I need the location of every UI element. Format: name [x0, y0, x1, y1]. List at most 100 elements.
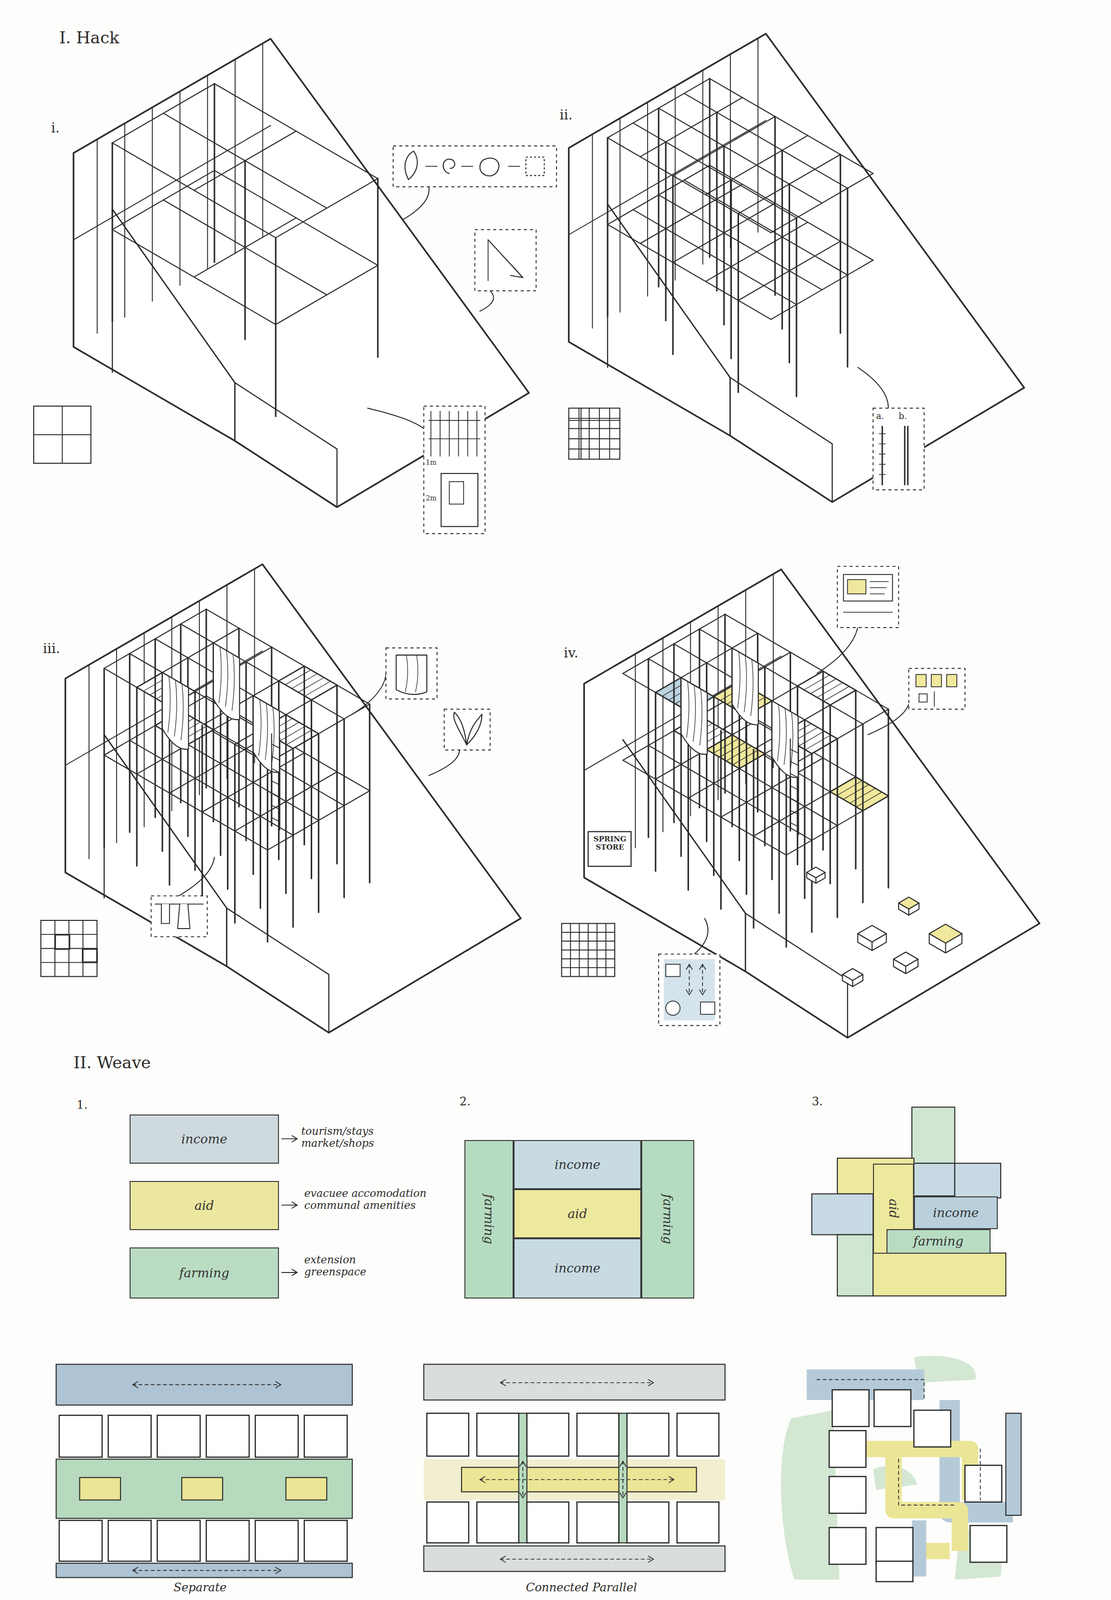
bamboo-beam	[275, 178, 378, 239]
ladder-rail	[789, 739, 791, 832]
platform-slat	[823, 686, 850, 702]
fabric-fold	[744, 655, 747, 713]
ladder-rung	[790, 761, 799, 766]
street-band	[423, 1546, 726, 1573]
furniture-top	[842, 968, 863, 981]
pole-type-b	[903, 426, 906, 486]
house-plot	[970, 1525, 1007, 1563]
pole-label: a.	[876, 411, 885, 422]
building-edge	[234, 382, 337, 507]
weave-zone: income	[129, 1114, 279, 1164]
house-plot	[108, 1521, 152, 1562]
corridor-wash	[423, 1459, 726, 1501]
weave-zone: farming	[886, 1229, 991, 1255]
bamboo-pole	[836, 739, 838, 918]
house-plot	[577, 1413, 620, 1457]
bamboo-pole	[829, 705, 832, 885]
bamboo-beam	[275, 265, 378, 325]
ladder-rung	[790, 749, 799, 754]
weave-zone: aid	[513, 1189, 642, 1239]
green-link	[618, 1413, 627, 1544]
grid-icon	[33, 406, 92, 464]
wall-pole	[234, 59, 236, 254]
grid-cell	[82, 949, 98, 963]
house-plot	[304, 1521, 348, 1562]
listing-text	[870, 587, 887, 589]
weave-zone: aid	[129, 1181, 279, 1231]
platform-slat	[804, 675, 830, 691]
dashed-arrow	[132, 1570, 281, 1572]
arrow-head	[132, 1382, 139, 1389]
dashed-arrow	[132, 1384, 281, 1386]
grid-line	[598, 408, 600, 460]
bed-symbol	[449, 481, 464, 505]
bamboo-pole	[317, 733, 320, 913]
laundry-icon	[161, 904, 190, 929]
fabric-fold	[232, 654, 235, 712]
house-plot	[304, 1415, 348, 1458]
plan-icon	[700, 1002, 715, 1015]
house-plot	[59, 1521, 103, 1562]
bamboo-pole	[103, 668, 106, 848]
bamboo-pole	[781, 150, 783, 330]
process-arrow	[508, 165, 520, 167]
bamboo-pole	[234, 744, 236, 924]
weave-shape	[837, 1235, 873, 1297]
arrow-head	[648, 1379, 654, 1387]
dashed-arrow	[898, 1459, 955, 1506]
listing-text	[870, 593, 885, 595]
panel-number: ii.	[559, 107, 573, 123]
arrow-head	[275, 1567, 281, 1574]
bamboo-pole	[730, 180, 732, 359]
grid-line	[561, 949, 615, 951]
bamboo-beam	[622, 673, 787, 769]
arrow-head	[686, 964, 693, 970]
ladder-rung	[790, 786, 799, 791]
ladder-rung	[790, 773, 799, 778]
wall-pole	[634, 654, 636, 849]
leader-line	[479, 290, 494, 312]
platform-slat	[279, 726, 306, 742]
grid-icon	[568, 408, 621, 460]
section-heading: I. Hack	[59, 28, 120, 48]
grid-line	[580, 408, 582, 460]
street-band	[423, 1364, 726, 1401]
house-plot	[255, 1415, 299, 1458]
wall-pole	[592, 134, 594, 329]
wall-pole	[702, 70, 704, 265]
weave-shape	[872, 1253, 1006, 1297]
fabric-fold	[737, 651, 741, 709]
fabric-fold	[181, 684, 184, 741]
ladder-rung	[790, 810, 799, 815]
leader-line	[857, 367, 889, 409]
dashed-arrow	[688, 964, 690, 996]
arrow-head	[479, 1477, 486, 1484]
bamboo-beam	[770, 173, 873, 233]
house-plot	[829, 1528, 866, 1565]
house-plot	[476, 1413, 519, 1457]
furniture-top	[893, 952, 919, 967]
dashed-arrow	[701, 964, 703, 996]
plan-icon	[665, 1001, 681, 1016]
bamboo-beam	[640, 97, 743, 158]
bamboo-pole	[822, 671, 824, 851]
weave-zone: income	[513, 1238, 642, 1299]
callout-beam	[428, 438, 480, 440]
wall-pole	[151, 107, 153, 302]
callout-box	[872, 408, 925, 490]
bamboo-beam	[622, 760, 787, 856]
wash-fill	[663, 959, 715, 1021]
bamboo-pole	[369, 704, 371, 884]
house-plot	[157, 1415, 200, 1458]
fabric-fold	[693, 685, 696, 742]
furniture-top	[898, 897, 919, 910]
callout-box	[393, 145, 557, 187]
bamboo-pole	[226, 710, 229, 890]
bamboo-beam	[112, 83, 215, 144]
weave-shape	[912, 1163, 955, 1197]
house-plot	[59, 1415, 103, 1458]
arrow-head	[291, 1269, 298, 1277]
dashed-arrow	[979, 1449, 981, 1501]
wall-pole	[757, 38, 759, 233]
dimension: 1m	[425, 458, 437, 467]
